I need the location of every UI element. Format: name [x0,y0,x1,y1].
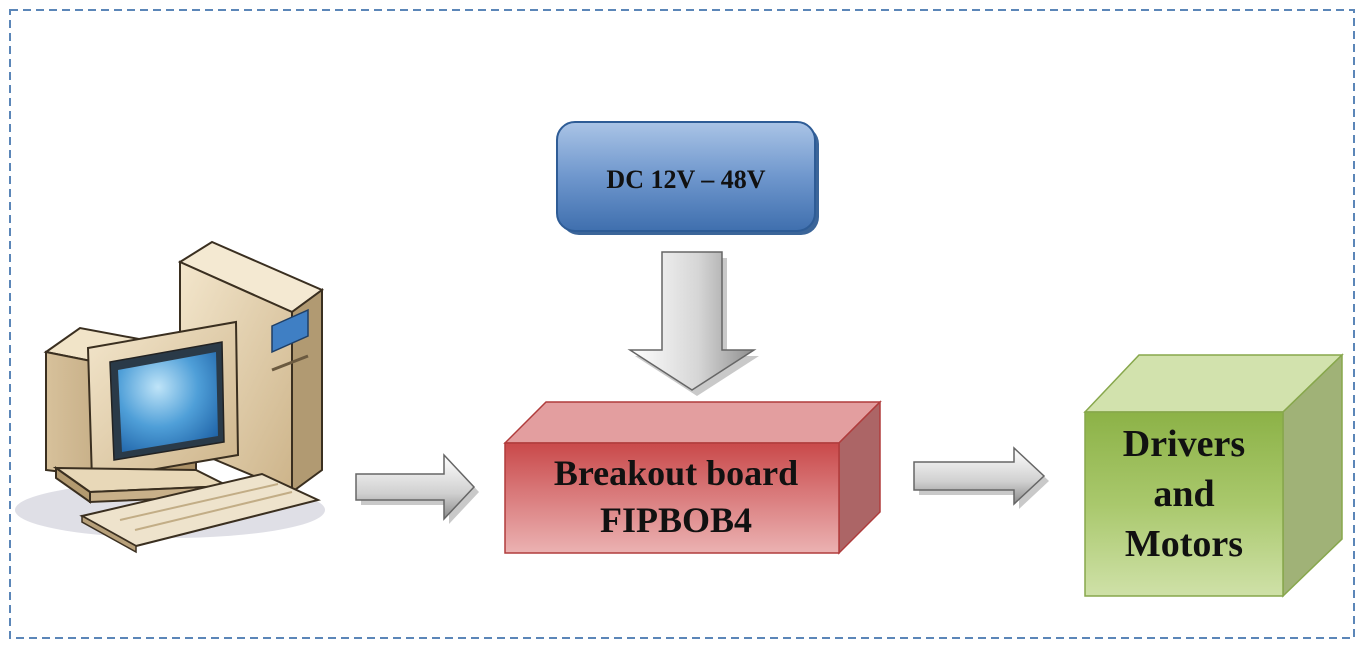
drivers-motors-block: Drivers and Motors [1083,353,1344,598]
drivers-motors-line1: Drivers [1123,423,1245,465]
breakout-board-line2: FIPBOB4 [600,500,752,540]
power-supply-label: DC 12V – 48V [606,165,765,194]
drivers-motors-line2: and [1153,473,1214,515]
frame-border [9,9,1355,639]
power-supply-block: DC 12V – 48V [556,121,819,235]
arrow-computer-to-board [355,453,479,524]
breakout-board-line1: Breakout board [554,453,798,493]
arrow-power-to-board [627,251,759,396]
drivers-motors-line3: Motors [1125,523,1243,565]
computer [15,240,325,554]
arrow-board-to-drivers [913,446,1049,509]
desktop-computer-icon [15,240,325,554]
breakout-board-block: Breakout board FIPBOB4 [503,400,882,555]
